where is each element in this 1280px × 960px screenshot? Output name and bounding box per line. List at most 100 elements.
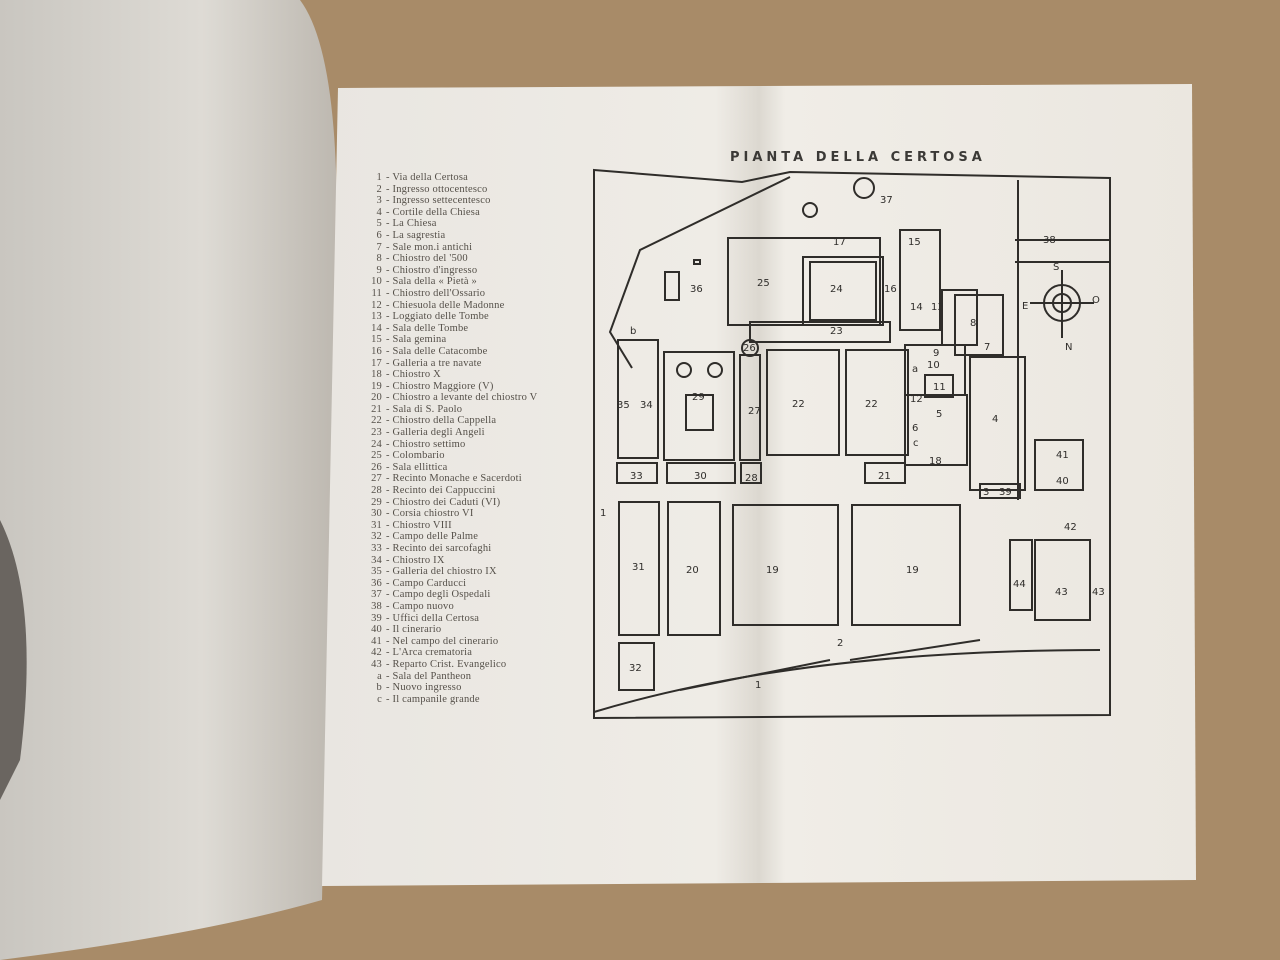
legend-separator: -: [386, 322, 393, 334]
legend-label: La sagrestia: [392, 229, 446, 241]
legend-item: 15- Sala gemina: [368, 334, 537, 346]
legend-key: 42: [371, 647, 382, 659]
compass-north: N: [1065, 342, 1072, 353]
legend-label: Chiostro VIII: [392, 519, 452, 531]
legend-item: 37- Campo degli Ospedali: [368, 589, 537, 601]
legend-key: 20: [371, 392, 382, 404]
legend-separator: -: [386, 206, 393, 218]
legend-item: 2- Ingresso ottocentesco: [368, 184, 537, 196]
map-label: 31: [632, 562, 645, 573]
legend-item: 42- L'Arca crematoria: [368, 647, 537, 659]
legend-key: 28: [371, 485, 382, 497]
legend-label: Chiostro della Cappella: [392, 415, 497, 427]
legend-separator: -: [386, 218, 393, 230]
legend-item: 10- Sala della « Pietà »: [368, 276, 537, 288]
legend-label: Sala delle Tombe: [392, 322, 469, 334]
legend-label: Sala ellittica: [392, 461, 448, 473]
legend-key: 2: [376, 183, 382, 195]
compass-west: O: [1092, 295, 1100, 306]
legend-label: Chiostro a levante del chiostro V: [392, 392, 538, 404]
legend-separator: -: [386, 287, 393, 299]
legend-item: 27- Recinto Monache e Sacerdoti: [368, 473, 537, 485]
legend-separator: -: [386, 311, 393, 323]
map-label: 1: [755, 680, 761, 691]
legend-key: 18: [371, 369, 382, 381]
legend-separator: -: [386, 566, 393, 578]
legend-item: 8- Chiostro del '500: [368, 253, 537, 265]
legend-separator: -: [386, 693, 393, 705]
legend-item: b- Nuovo ingresso: [368, 682, 537, 694]
legend-label: Uffici della Certosa: [392, 612, 480, 624]
compass-rose: S N E O: [1022, 262, 1100, 353]
legend-item: 32- Campo delle Palme: [368, 531, 537, 543]
map-label: c: [913, 438, 919, 449]
legend-key: 30: [371, 508, 382, 520]
map-label: 34: [640, 400, 653, 411]
legend-separator: -: [386, 635, 393, 647]
map-label: 42: [1064, 522, 1077, 533]
map-label: 16: [884, 284, 897, 295]
legend-key: 41: [371, 635, 382, 647]
legend-item: a- Sala del Pantheon: [368, 671, 537, 683]
legend-item: 24- Chiostro settimo: [368, 439, 537, 451]
legend-separator: -: [386, 624, 393, 636]
legend-key: 31: [371, 519, 382, 531]
legend-separator: -: [386, 554, 393, 566]
map-label: 43: [1092, 587, 1105, 598]
legend-separator: -: [386, 496, 393, 508]
legend-item: 6- La sagrestia: [368, 230, 537, 242]
legend-label: Chiesuola delle Madonne: [392, 299, 505, 311]
legend-label: Recinto Monache e Sacerdoti: [392, 473, 522, 485]
map-label: 19: [906, 565, 919, 576]
legend-label: La Chiesa: [392, 218, 437, 230]
legend-label: Chiostro IX: [392, 554, 445, 566]
map-label: 14: [910, 302, 923, 313]
map-label: 39: [999, 487, 1012, 498]
compass-east: E: [1022, 301, 1028, 312]
legend-item: 43- Reparto Crist. Evangelico: [368, 659, 537, 671]
legend-label: Sala del Pantheon: [392, 670, 472, 682]
legend-key: 19: [371, 380, 382, 392]
map-label: 10: [927, 360, 940, 371]
legend-key: 15: [371, 334, 382, 346]
legend-key: 27: [371, 473, 382, 485]
legend-key: 32: [371, 531, 382, 543]
map-label: 2: [837, 638, 843, 649]
legend-item: 16- Sala delle Catacombe: [368, 346, 537, 358]
legend-item: 41- Nel campo del cinerario: [368, 636, 537, 648]
legend-key: 36: [371, 577, 382, 589]
legend-label: Cortile della Chiesa: [392, 206, 480, 218]
legend-key: 13: [371, 311, 382, 323]
legend-item: 38- Campo nuovo: [368, 601, 537, 613]
legend-key: 7: [376, 241, 382, 253]
map-label: 15: [908, 237, 921, 248]
legend-item: 12- Chiesuola delle Madonne: [368, 300, 537, 312]
legend-separator: -: [386, 589, 393, 601]
legend-separator: -: [386, 647, 393, 659]
map-label: 3: [983, 487, 989, 498]
legend-key: 24: [371, 438, 382, 450]
legend-separator: -: [386, 450, 393, 462]
book-edge-shadow: [0, 520, 27, 800]
legend-label: Recinto dei sarcofaghi: [392, 543, 492, 554]
map-label: 35: [617, 400, 630, 411]
legend-separator: -: [386, 345, 393, 357]
legend-separator: -: [386, 600, 393, 612]
legend-label: Chiostro Maggiore (V): [392, 380, 494, 392]
legend-label: Colombario: [392, 450, 445, 462]
map-label: 37: [880, 195, 893, 206]
map-label: 41: [1056, 450, 1069, 461]
map-label: 27: [748, 406, 761, 417]
legend-item: 20- Chiostro a levante del chiostro V: [368, 392, 537, 404]
legend-label: Nuovo ingresso: [392, 682, 462, 694]
legend-key: 11: [371, 287, 382, 299]
legend-label: Chiostro settimo: [392, 438, 466, 450]
legend-label: Ingresso settecentesco: [392, 195, 491, 207]
map-label: 38: [1043, 235, 1056, 246]
legend-item: 5- La Chiesa: [368, 218, 537, 230]
legend-separator: -: [386, 392, 393, 404]
legend-label: Galleria del chiostro IX: [392, 566, 497, 578]
legend-separator: -: [386, 183, 393, 195]
map-label: 4: [992, 414, 998, 425]
